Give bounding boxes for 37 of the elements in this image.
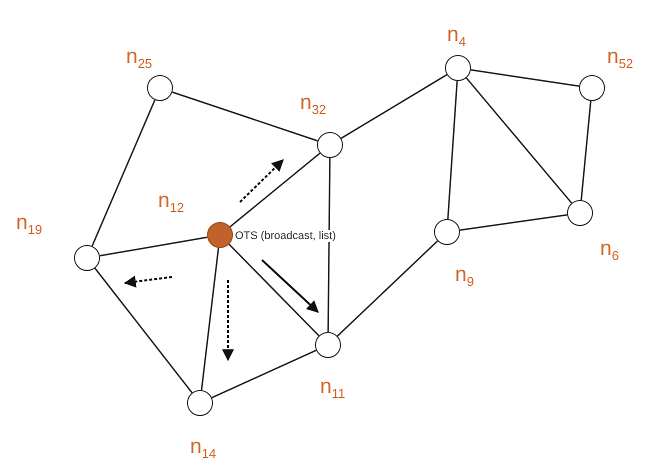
node-label: n$_{6}$ [600, 238, 619, 262]
node-circle [434, 219, 460, 245]
node-circle [315, 332, 341, 358]
node-circle [567, 200, 593, 226]
node-label: n$_{11}$ [320, 376, 346, 400]
link-line [466, 77, 572, 204]
node-label: n$_{14}$ [190, 436, 216, 460]
annotation-text: OTS (broadcast, list) [235, 230, 336, 242]
link-line [327, 158, 331, 332]
node-label: n$_{52}$ [607, 46, 634, 70]
link-line [200, 248, 220, 390]
node-label: n$_{19}$ [16, 212, 42, 236]
link-line [100, 236, 208, 257]
node-label: n$_{12}$ [158, 190, 184, 214]
node-circle [187, 390, 213, 416]
link-line [172, 91, 318, 142]
node-label: n$_{9}$ [455, 264, 474, 288]
link-line [447, 80, 458, 220]
node-circle [445, 55, 471, 81]
node-circle [579, 75, 605, 101]
source-node-circle [207, 222, 233, 248]
link-line [91, 100, 156, 246]
link-line [228, 244, 320, 336]
link-line [340, 74, 448, 139]
link-line [212, 350, 316, 398]
node-circle [74, 245, 100, 271]
link-line [460, 214, 568, 231]
link-line [336, 240, 438, 337]
node-circle [317, 132, 343, 158]
node-circle [147, 75, 173, 101]
link-line [470, 69, 580, 87]
node-label: n$_{4}$ [447, 24, 466, 48]
link-line [580, 100, 592, 200]
node-label: n$_{25}$ [126, 46, 152, 70]
node-label: n$_{32}$ [300, 92, 326, 116]
link-line [94, 268, 193, 394]
link-line [230, 152, 320, 228]
